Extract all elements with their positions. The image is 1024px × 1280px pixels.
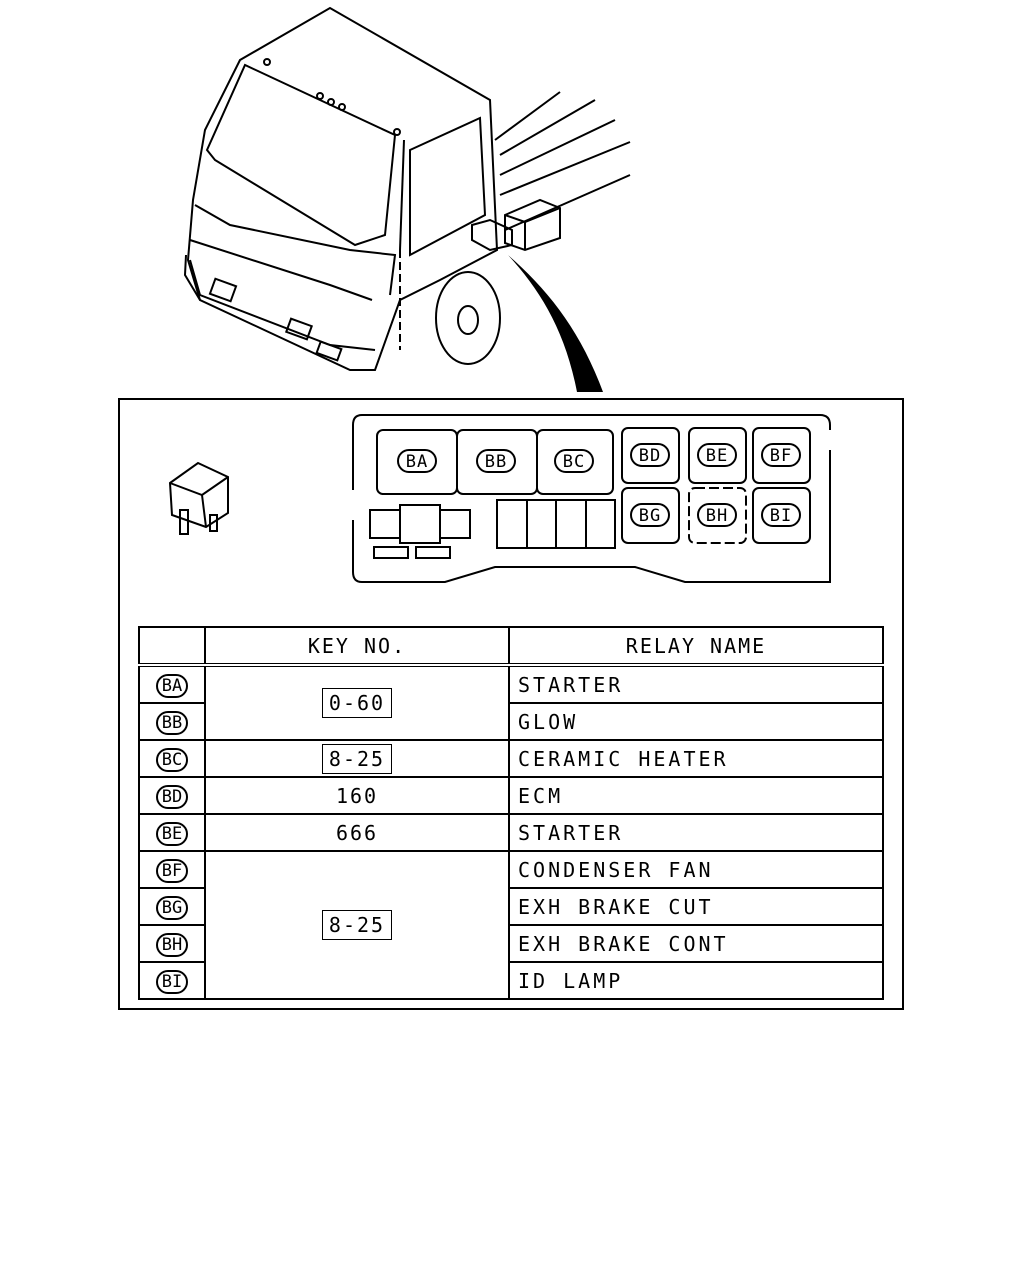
key-no-cell: 0-60 [204,664,510,741]
relay-name-cell: ECM [508,776,884,815]
relay-name-cell: ID LAMP [508,961,884,1000]
table-row: BF 8-25 CONDENSER FAN [138,850,884,1000]
relay-diagram-frame [118,398,904,1010]
fusebox-slot-BI: BI [761,503,801,527]
fusebox-slot-BC: BC [554,449,594,473]
truck-illustration [183,6,631,392]
header-key-no: KEY NO. [204,626,510,666]
relay-name-cell: CONDENSER FAN [508,850,884,889]
table-row: BI ID LAMP [138,961,884,1000]
relay-code-cell: BH [138,924,206,963]
key-no-value: 8-25 [321,910,393,940]
svg-text:BA: BA [406,452,428,472]
key-no-cell: 160 [204,776,510,815]
relay-code-cell: BA [138,664,206,704]
header-code [138,626,206,666]
key-no-value: 0-60 [321,688,393,718]
key-no-value: 8-25 [321,743,393,774]
relay-code-cell: BC [138,739,206,778]
relay-code-badge: BD [155,784,189,809]
relay-code-badge: BH [155,932,189,957]
fusebox-slot-BB: BB [476,449,516,473]
svg-text:BH: BH [706,506,728,526]
table-row: BG EXH BRAKE CUT [138,887,884,926]
key-no-value: 160 [335,783,379,808]
relay-name-cell: EXH BRAKE CONT [508,924,884,963]
key-no-cell: 666 [204,813,510,852]
fusebox-slot-BA: BA [397,449,437,473]
key-no-cell: 8-25 [204,739,510,778]
key-no-cell: 8-25 [204,850,510,1000]
svg-text:BI: BI [770,506,792,526]
table-row: BB GLOW [138,702,884,741]
fusebox-slot-BG: BG [630,503,670,527]
table-row: BA 0-60 STARTER [138,664,884,741]
relay-code-cell: BF [138,850,206,889]
relay-code-badge: BC [155,747,189,772]
table-header-row: KEY NO. RELAY NAME [138,626,884,666]
fusebox-slot-BE: BE [697,443,737,467]
relay-name-cell: STARTER [508,813,884,852]
table-row: BD 160 ECM [138,776,884,815]
relay-code-cell: BG [138,887,206,926]
relay-code-badge: BF [155,858,189,883]
relay-name-cell: GLOW [508,702,884,741]
table-row: BC 8-25 CERAMIC HEATER [138,739,884,778]
relay-code-cell: BD [138,776,206,815]
relay-name-cell: STARTER [508,664,884,704]
relay-box-layout: BA BB BC BD BE BF BG BH [351,414,832,583]
relay-code-badge: BI [155,969,189,994]
svg-text:BD: BD [639,446,661,466]
svg-text:BE: BE [706,446,728,466]
relay-code-cell: BE [138,813,206,852]
relay-code-badge: BB [155,710,189,735]
relay-code-cell: BB [138,702,206,741]
relay-name-cell: EXH BRAKE CUT [508,887,884,926]
fusebox-slot-BH: BH [697,503,737,527]
svg-text:BC: BC [563,452,585,472]
key-no-value: 666 [335,820,379,845]
svg-text:BB: BB [485,452,507,472]
table-row: BH EXH BRAKE CONT [138,924,884,963]
svg-text:BF: BF [770,446,792,466]
relay-code-badge: BE [155,821,189,846]
relay-code-badge: BA [155,673,189,698]
svg-text:BG: BG [639,506,661,526]
relay-code-cell: BI [138,961,206,1000]
relay-code-badge: BG [155,895,189,920]
relay-component-icon [168,461,229,535]
header-relay-name: RELAY NAME [508,626,884,666]
table-row: BE 666 STARTER [138,813,884,852]
fusebox-slot-BF: BF [761,443,801,467]
fusebox-slot-BD: BD [630,443,670,467]
relay-name-cell: CERAMIC HEATER [508,739,884,778]
